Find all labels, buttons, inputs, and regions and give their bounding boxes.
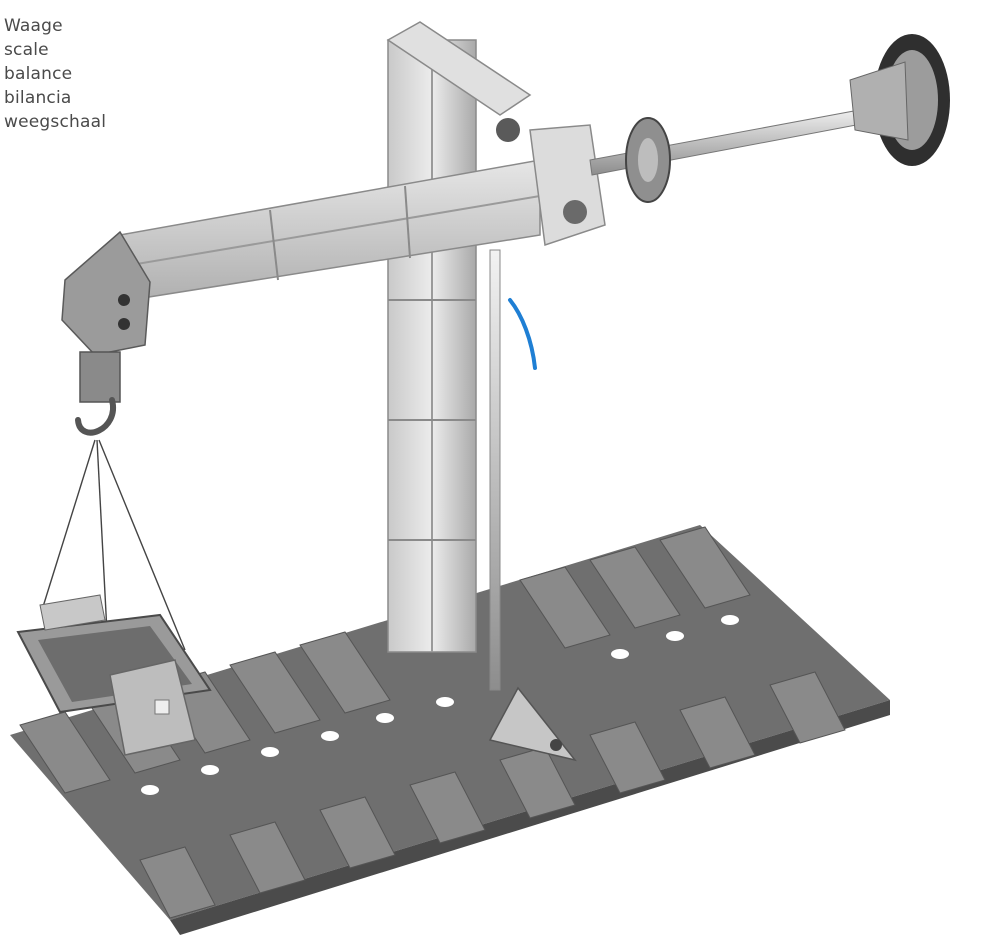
hook-assembly (61, 230, 151, 436)
hook-icon (75, 397, 117, 436)
balance-arm (119, 159, 541, 301)
pivot-hub (496, 118, 606, 246)
axle-assembly (589, 34, 950, 203)
scale-pan (16, 594, 212, 756)
label-english: scale (4, 40, 49, 60)
triangle-block (488, 686, 577, 762)
support-rod (489, 249, 501, 691)
caption-labels: Waage scale balance bilancia weegschaal (4, 14, 106, 134)
label-italian: bilancia (4, 88, 72, 108)
vertical-post (386, 21, 532, 653)
pointer-needle (508, 298, 537, 370)
label-german: Waage (4, 16, 63, 36)
label-french: balance (4, 64, 73, 84)
label-dutch: weegschaal (4, 112, 107, 132)
